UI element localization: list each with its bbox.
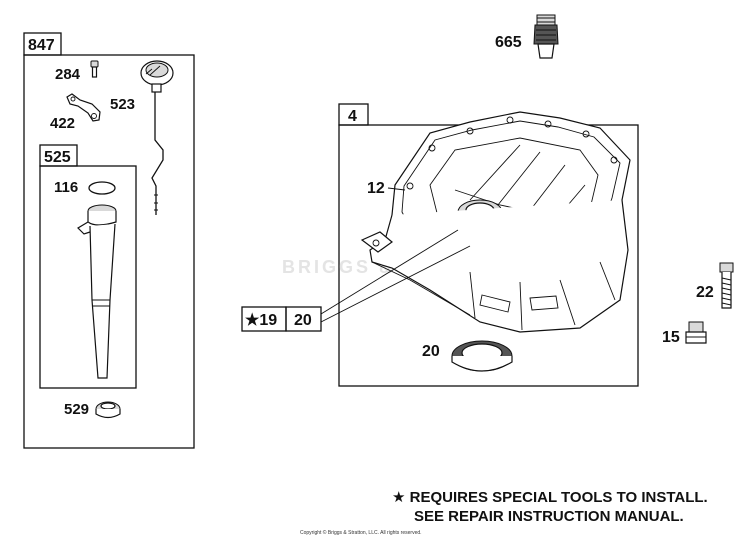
callout-box-kit-20 <box>285 306 322 332</box>
part-116-o-ring: 116 <box>54 179 116 196</box>
part-523-dipstick: 523 <box>110 60 174 215</box>
note-special-tools: ★ REQUIRES SPECIAL TOOLS TO INSTALL. <box>392 489 708 506</box>
part-15-plug: 15 <box>662 321 707 346</box>
part-20-seal: 20 <box>422 340 513 372</box>
leader-kit-1 <box>320 229 459 315</box>
callout-15[interactable]: 15 <box>662 329 680 346</box>
group-847: 847 <box>23 32 195 449</box>
callout-523[interactable]: 523 <box>110 96 135 113</box>
part-sump <box>360 111 631 333</box>
callout-116[interactable]: 116 <box>54 179 78 196</box>
callout-847[interactable]: 847 <box>28 37 55 54</box>
callout-kit-20[interactable]: 20 <box>294 312 312 329</box>
kit-boxes: ★19 20 <box>241 229 471 332</box>
part-dipstick-tube <box>77 204 117 379</box>
callout-525[interactable]: 525 <box>44 149 71 166</box>
callout-665[interactable]: 665 <box>495 34 522 51</box>
callout-box-4 <box>338 103 369 126</box>
part-284-screw: 284 <box>55 60 99 83</box>
part-422-bracket: 422 <box>50 93 101 132</box>
callout-box-847 <box>23 32 62 56</box>
callout-529[interactable]: 529 <box>64 401 89 418</box>
part-529-plug: 529 <box>64 401 121 419</box>
callout-12[interactable]: 12 <box>367 180 385 197</box>
group-525-frame <box>39 165 137 389</box>
group-525: 525 <box>39 144 137 389</box>
part-22-bolt: 22 <box>696 262 734 309</box>
callout-422[interactable]: 422 <box>50 115 75 132</box>
callout-20[interactable]: 20 <box>422 343 440 360</box>
callout-22[interactable]: 22 <box>696 284 714 301</box>
leader-kit-2 <box>320 245 471 323</box>
part-665-breather: 665 <box>495 14 559 59</box>
note-repair-manual: SEE REPAIR INSTRUCTION MANUAL. <box>414 508 684 525</box>
group-847-frame <box>23 54 195 449</box>
leader-12 <box>387 187 406 191</box>
callout-284[interactable]: 284 <box>55 66 81 83</box>
copyright: Copyright © Briggs & Stratton, LLC. All … <box>300 530 422 536</box>
callout-star-19[interactable]: ★19 <box>245 312 277 329</box>
callout-box-525 <box>39 144 78 167</box>
callout-4[interactable]: 4 <box>348 108 357 125</box>
